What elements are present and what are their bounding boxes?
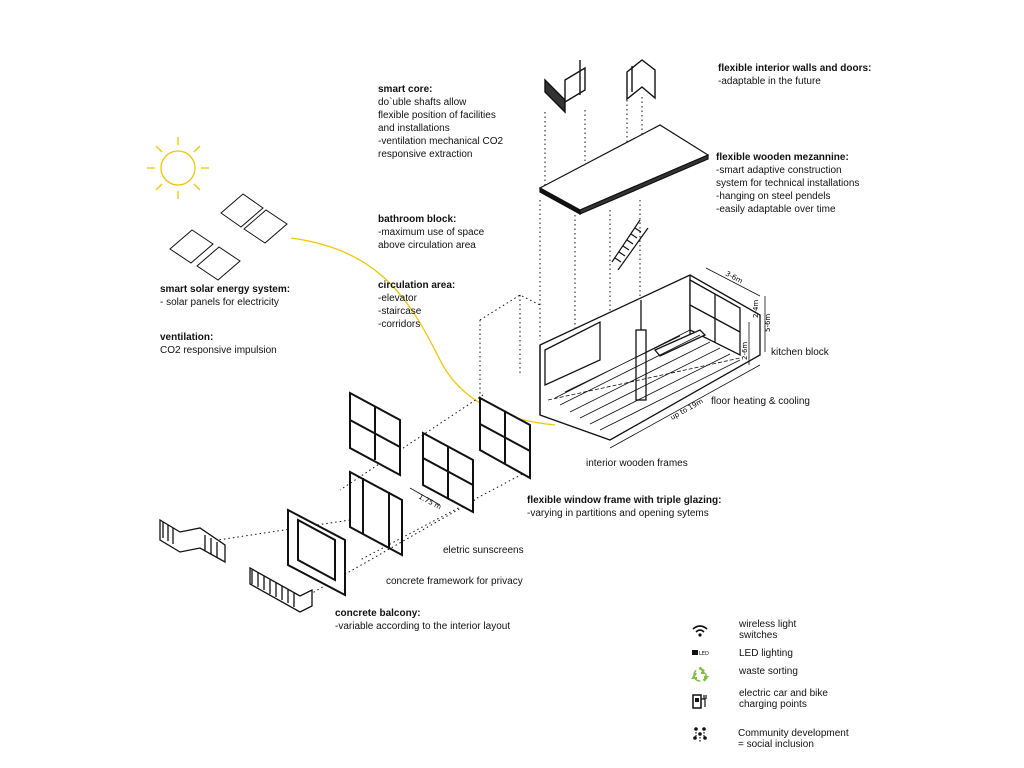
legend-label-charging: electric car and bike charging points bbox=[739, 688, 828, 710]
sun-icon bbox=[147, 137, 209, 199]
annotation-smart-core: smart core: do`uble shafts allow flexibl… bbox=[378, 83, 503, 161]
annotation-line: flexible position of facilities bbox=[378, 110, 496, 121]
interior-wooden-frame bbox=[479, 396, 531, 480]
annotation-line: -ventilation mechanical CO2 bbox=[378, 136, 504, 147]
annotation-solar: smart solar energy system: - solar panel… bbox=[160, 283, 290, 309]
annotation-title: smart solar energy system: bbox=[160, 284, 291, 295]
dimension-frame-width: 1.75 m bbox=[417, 493, 443, 512]
annotation-bathroom: bathroom block: -maximum use of space ab… bbox=[378, 213, 484, 252]
annotation-line: -variable according to the interior layo… bbox=[335, 621, 511, 632]
annotation-line: -hanging on steel pendels bbox=[716, 191, 831, 202]
dimension-height-c: 5-6m bbox=[764, 314, 772, 332]
annotation-line: -easily adaptable over time bbox=[716, 204, 836, 215]
annotation-line: -varying in partitions and opening sytem… bbox=[527, 508, 709, 519]
svg-text:LED: LED bbox=[699, 651, 709, 657]
staircase bbox=[611, 219, 649, 271]
caption-concrete-framework: concrete framework for privacy bbox=[386, 576, 523, 587]
annotation-circulation: circulation area: -elevator -staircase -… bbox=[378, 279, 455, 331]
caption-sunscreens: eletric sunscreens bbox=[443, 545, 524, 556]
dimension-depth: 3-6m bbox=[724, 270, 744, 286]
floor-heating-pattern bbox=[547, 329, 741, 431]
annotation-line: -corridors bbox=[378, 319, 421, 330]
dimension-height-b: 2-6m bbox=[741, 342, 749, 360]
energy-connection-line bbox=[290, 237, 556, 426]
annotation-title: circulation area: bbox=[378, 280, 456, 291]
annotation-mezzanine: flexible wooden mezannine: -smart adapti… bbox=[716, 151, 859, 216]
concrete-framework bbox=[287, 508, 346, 597]
led-icon: LED bbox=[692, 650, 709, 657]
legend-label-led: LED lighting bbox=[739, 648, 793, 659]
annotation-line: do`uble shafts allow bbox=[378, 97, 467, 108]
annotation-title: flexible interior walls and doors: bbox=[718, 63, 872, 74]
wifi-icon bbox=[692, 625, 708, 637]
annotation-window-frame: flexible window frame with triple glazin… bbox=[527, 494, 721, 520]
sunscreen-frame bbox=[349, 470, 403, 557]
dimension-height-a: 2-4m bbox=[752, 300, 760, 318]
charging-station-icon bbox=[692, 694, 707, 709]
annotation-line: system for technical installations bbox=[716, 178, 860, 189]
concrete-balcony bbox=[159, 518, 313, 613]
community-icon bbox=[693, 727, 707, 742]
caption-floor-heating: floor heating & cooling bbox=[711, 396, 810, 407]
mezzanine bbox=[538, 124, 710, 216]
annotation-line: above circulation area bbox=[378, 240, 476, 251]
apartment-volume bbox=[539, 274, 761, 441]
recycle-icon bbox=[691, 666, 709, 682]
caption-interior-wooden-frames: interior wooden frames bbox=[586, 458, 688, 469]
window-frame bbox=[349, 391, 474, 514]
legend-label-wireless: wireless light switches bbox=[739, 619, 797, 641]
annotation-title: ventilation: bbox=[160, 332, 214, 343]
legend-label-waste: waste sorting bbox=[739, 666, 798, 677]
annotation-line: and installations bbox=[378, 123, 450, 134]
annotation-title: flexible wooden mezannine: bbox=[716, 152, 849, 163]
annotation-line: -staircase bbox=[378, 306, 422, 317]
solar-panels bbox=[169, 193, 288, 281]
annotation-ventilation: ventilation: CO2 responsive impulsion bbox=[160, 331, 277, 357]
annotation-line: -elevator bbox=[378, 293, 417, 304]
interior-walls bbox=[544, 59, 656, 114]
annotation-title: smart core: bbox=[378, 84, 433, 95]
annotation-line: - solar panels for electricity bbox=[160, 297, 279, 308]
annotation-balcony: concrete balcony: -variable according to… bbox=[335, 607, 510, 633]
annotation-line: -smart adaptive construction bbox=[716, 165, 842, 176]
annotation-line: -adaptable in the future bbox=[718, 76, 821, 87]
dimension-lines bbox=[409, 267, 766, 506]
annotation-line: CO2 responsive impulsion bbox=[160, 345, 277, 356]
annotation-line: -maximum use of space bbox=[378, 227, 485, 238]
annotation-title: concrete balcony: bbox=[335, 608, 421, 619]
legend-label-community: Community development = social inclusion bbox=[738, 728, 849, 750]
caption-kitchen-block: kitchen block bbox=[771, 347, 829, 358]
annotation-line: responsive extraction bbox=[378, 149, 473, 160]
annotation-title: bathroom block: bbox=[378, 214, 457, 225]
annotation-title: flexible window frame with triple glazin… bbox=[527, 495, 722, 506]
annotation-interior-walls: flexible interior walls and doors: -adap… bbox=[718, 62, 871, 88]
